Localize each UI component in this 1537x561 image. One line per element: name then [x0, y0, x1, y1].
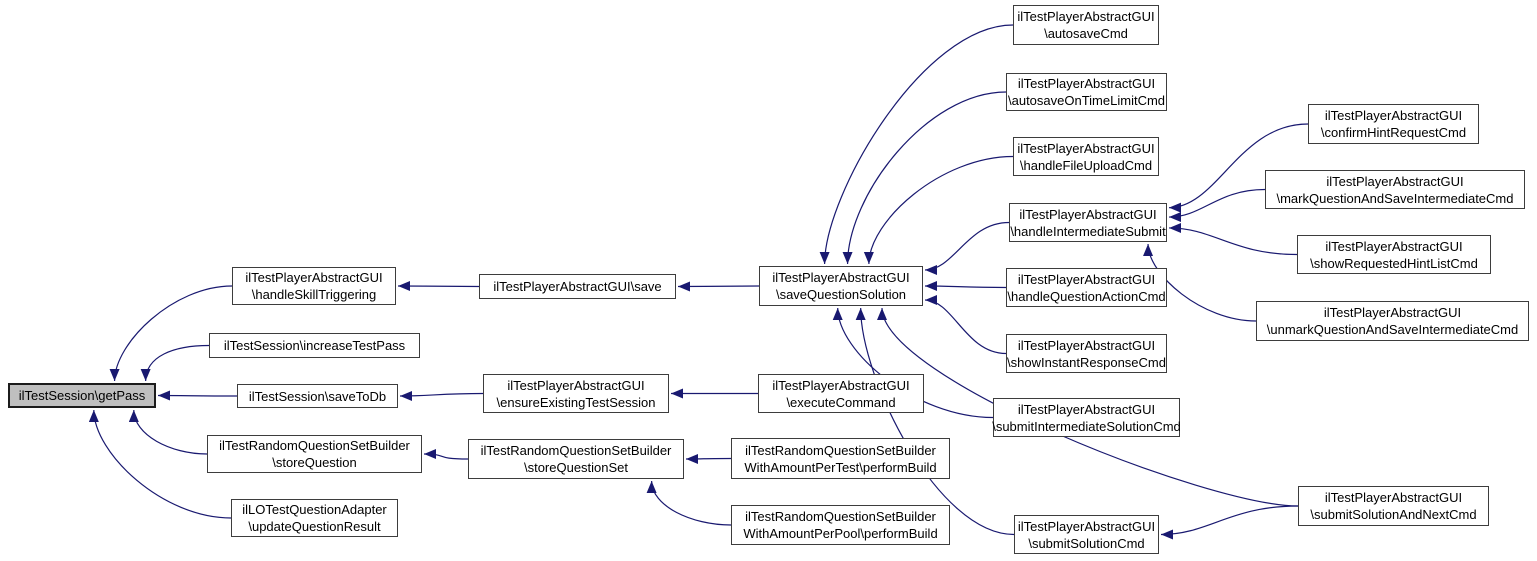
- node-label: ilTestPlayerAbstractGUI: [1017, 140, 1155, 156]
- edge-saveQuestionSolution-to-save: [677, 281, 760, 292]
- node-handle-skill-triggering[interactable]: ilTestPlayerAbstractGUI \handleSkillTrig…: [232, 267, 396, 305]
- node-update-question-result[interactable]: ilLOTestQuestionAdapter \updateQuestionR…: [231, 499, 398, 537]
- edge-autosaveCmd-to-saveQuestionSolution: [819, 24, 1014, 265]
- node-execute-command[interactable]: ilTestPlayerAbstractGUI \executeCommand: [758, 374, 924, 413]
- node-label: \handleFileUploadCmd: [1019, 157, 1153, 173]
- node-label: \executeCommand: [786, 394, 896, 410]
- node-label: \handleSkillTriggering: [251, 287, 377, 302]
- node-label: ilTestPlayerAbstractGUI: [1019, 206, 1157, 222]
- node-handle-intermediate-submit[interactable]: ilTestPlayerAbstractGUI \handleIntermedi…: [1009, 203, 1167, 242]
- node-label: \ensureExistingTestSession: [496, 394, 656, 410]
- node-label: ilTestPlayerAbstractGUI: [772, 377, 910, 393]
- node-increase-test-pass[interactable]: ilTestSession\increaseTestPass: [209, 333, 420, 358]
- node-autosave-on-time-limit-cmd[interactable]: ilTestPlayerAbstractGUI \autosaveOnTimeL…: [1006, 73, 1167, 111]
- edge-unmarkQuestionAndSaveIntermediateCmd-to-handleIntermediateSubmit: [1143, 243, 1257, 322]
- node-label: ilTestSession\increaseTestPass: [223, 338, 406, 353]
- node-label: ilTestPlayerAbstractGUI: [507, 377, 645, 393]
- edge-showRequestedHintListCmd-to-handleIntermediateSubmit: [1168, 222, 1298, 256]
- edge-autosaveOnTimeLimitCmd-to-saveQuestionSolution: [842, 91, 1007, 265]
- node-getpass[interactable]: ilTestSession\getPass: [8, 383, 156, 408]
- node-perform-build-per-pool[interactable]: ilTestRandomQuestionSetBuilder WithAmoun…: [731, 505, 950, 545]
- node-label: ilTestPlayerAbstractGUI: [1324, 108, 1463, 123]
- node-label: \storeQuestionSet: [523, 460, 629, 475]
- node-autosave-cmd[interactable]: ilTestPlayerAbstractGUI \autosaveCmd: [1013, 5, 1159, 45]
- node-submit-solution-cmd[interactable]: ilTestPlayerAbstractGUI \submitSolutionC…: [1014, 515, 1159, 554]
- node-label: \submitSolutionAndNextCmd: [1310, 507, 1477, 522]
- node-handle-file-upload-cmd[interactable]: ilTestPlayerAbstractGUI \handleFileUploa…: [1013, 137, 1159, 176]
- node-label: ilTestRandomQuestionSetBuilder: [745, 442, 936, 458]
- node-label: ilTestRandomQuestionSetBuilder: [219, 438, 410, 453]
- node-mark-question-and-save-intermediate-cmd[interactable]: ilTestPlayerAbstractGUI \markQuestionAnd…: [1265, 170, 1525, 209]
- node-handle-question-action-cmd[interactable]: ilTestPlayerAbstractGUI \handleQuestionA…: [1006, 268, 1167, 307]
- node-label: ilTestSession\getPass: [18, 388, 146, 403]
- edge-updateQuestionResult-to-getPass: [88, 409, 232, 519]
- edge-submitSolutionAndNextCmd-to-submitSolutionCmd: [1160, 505, 1299, 540]
- node-label: ilTestSession\saveToDb: [248, 388, 387, 404]
- node-show-instant-response-cmd[interactable]: ilTestPlayerAbstractGUI \showInstantResp…: [1006, 334, 1167, 373]
- node-save-to-db[interactable]: ilTestSession\saveToDb: [237, 384, 398, 408]
- node-label: \showInstantResponseCmd: [1007, 354, 1166, 370]
- node-label: ilTestPlayerAbstractGUI: [1017, 401, 1156, 417]
- node-label: ilTestPlayerAbstractGUI: [1017, 76, 1156, 91]
- node-label: WithAmountPerPool\performBuild: [743, 526, 938, 541]
- node-label: \storeQuestion: [272, 455, 357, 470]
- node-perform-build-per-test[interactable]: ilTestRandomQuestionSetBuilder WithAmoun…: [731, 438, 950, 479]
- edge-storeQuestionSet-to-storeQuestion: [423, 449, 469, 460]
- node-label: \submitSolutionCmd: [1028, 535, 1145, 551]
- node-label: \handleQuestionActionCmd: [1007, 288, 1166, 304]
- node-label: ilTestPlayerAbstractGUI: [1323, 305, 1462, 320]
- node-label: ilTestRandomQuestionSetBuilder: [480, 443, 672, 458]
- node-store-question-set[interactable]: ilTestRandomQuestionSetBuilder \storeQue…: [468, 439, 684, 479]
- node-label: ilTestPlayerAbstractGUI: [1326, 173, 1464, 189]
- edge-handleIntermediateSubmit-to-saveQuestionSolution: [924, 221, 1010, 275]
- node-unmark-question-and-save-intermediate-cmd[interactable]: ilTestPlayerAbstractGUI \unmarkQuestionA…: [1256, 301, 1529, 341]
- node-label: \unmarkQuestionAndSaveIntermediateCmd: [1266, 322, 1519, 337]
- node-label: \autosaveOnTimeLimitCmd: [1008, 93, 1166, 108]
- node-label: ilTestPlayerAbstractGUI: [1017, 271, 1156, 287]
- node-store-question[interactable]: ilTestRandomQuestionSetBuilder \storeQue…: [207, 435, 422, 473]
- edge-performBuildPerPool-to-storeQuestionSet: [646, 480, 732, 526]
- node-label: \submitIntermediateSolutionCmd: [992, 418, 1181, 434]
- edge-handleFileUploadCmd-to-saveQuestionSolution: [863, 155, 1014, 265]
- edge-increaseTestPass-to-getPass: [140, 344, 210, 382]
- edge-showInstantResponseCmd-to-saveQuestionSolution: [924, 295, 1007, 355]
- node-label: \saveQuestionSolution: [775, 287, 907, 302]
- edge-confirmHintRequestCmd-to-handleIntermediateSubmit: [1168, 123, 1309, 213]
- node-label: ilTestRandomQuestionSetBuilder: [745, 509, 936, 524]
- node-label: ilTestPlayerAbstractGUI\save: [493, 279, 662, 294]
- node-label: ilTestPlayerAbstractGUI: [772, 270, 910, 285]
- node-label: ilTestPlayerAbstractGUI: [245, 270, 383, 285]
- node-ensure-existing-test-session[interactable]: ilTestPlayerAbstractGUI \ensureExistingT…: [483, 374, 669, 413]
- node-label: ilTestPlayerAbstractGUI: [1017, 518, 1156, 534]
- edge-markQuestionAndSaveIntermediateCmd-to-handleIntermediateSubmit: [1168, 188, 1266, 223]
- node-label: \updateQuestionResult: [248, 519, 381, 534]
- node-show-requested-hint-list-cmd[interactable]: ilTestPlayerAbstractGUI \showRequestedHi…: [1297, 235, 1491, 274]
- node-confirm-hint-request-cmd[interactable]: ilTestPlayerAbstractGUI \confirmHintRequ…: [1308, 104, 1479, 144]
- node-label: ilTestPlayerAbstractGUI: [1324, 490, 1463, 505]
- node-label: \showRequestedHintListCmd: [1310, 255, 1478, 271]
- edge-storeQuestion-to-getPass: [128, 409, 208, 455]
- node-label: ilTestPlayerAbstractGUI: [1325, 238, 1463, 254]
- edge-handleQuestionActionCmd-to-saveQuestionSolution: [924, 281, 1007, 292]
- node-submit-solution-and-next-cmd[interactable]: ilTestPlayerAbstractGUI \submitSolutionA…: [1298, 486, 1489, 526]
- node-label: \handleIntermediateSubmit: [1010, 223, 1166, 239]
- edge-save-to-handleSkillTriggering: [397, 281, 480, 292]
- node-label: WithAmountPerTest\performBuild: [744, 459, 937, 475]
- node-label: \confirmHintRequestCmd: [1320, 125, 1467, 140]
- edge-ensureExistingTestSession-to-saveToDb: [399, 390, 484, 401]
- edge-saveToDb-to-getPass: [157, 390, 238, 401]
- node-label: \markQuestionAndSaveIntermediateCmd: [1276, 190, 1514, 206]
- node-label: ilLOTestQuestionAdapter: [242, 502, 387, 517]
- node-label: \autosaveCmd: [1044, 26, 1128, 41]
- node-save-question-solution[interactable]: ilTestPlayerAbstractGUI \saveQuestionSol…: [759, 266, 923, 306]
- edge-performBuildPerTest-to-storeQuestionSet: [685, 453, 732, 464]
- node-save[interactable]: ilTestPlayerAbstractGUI\save: [479, 274, 676, 299]
- node-submit-intermediate-solution-cmd[interactable]: ilTestPlayerAbstractGUI \submitIntermedi…: [992, 398, 1181, 437]
- node-label: ilTestPlayerAbstractGUI: [1017, 9, 1155, 24]
- edge-handleSkillTriggering-to-getPass: [109, 285, 233, 382]
- node-label: ilTestPlayerAbstractGUI: [1017, 337, 1156, 353]
